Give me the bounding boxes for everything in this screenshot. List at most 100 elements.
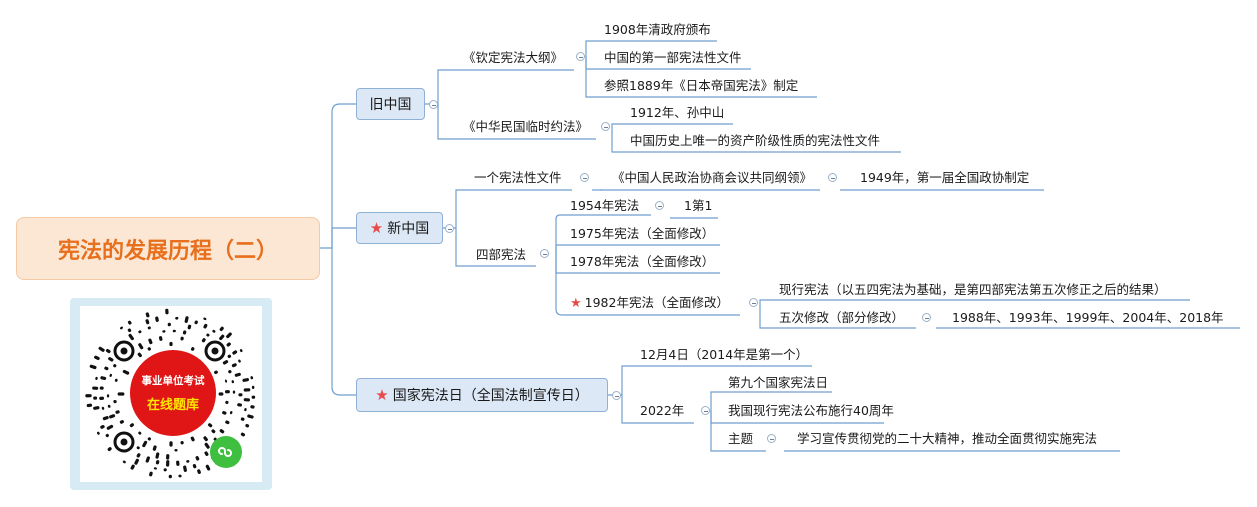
qr-dot xyxy=(93,396,98,400)
qr-dot xyxy=(114,378,118,382)
qr-dot xyxy=(86,403,93,408)
qr-dot xyxy=(232,390,236,394)
qr-dot xyxy=(167,322,171,327)
qr-dot xyxy=(240,432,246,437)
qr-dot xyxy=(134,458,139,465)
leaf-linshi-2[interactable]: 中国历史上唯一的资产阶级性质的宪法性文件 xyxy=(630,133,881,148)
qr-dot xyxy=(136,453,141,458)
mini-program-glyph xyxy=(218,447,232,457)
leaf-qinding-1[interactable]: 1908年清政府颁布 xyxy=(604,22,711,37)
collapse-icon[interactable] xyxy=(655,201,664,210)
topic-2022[interactable]: 2022年 xyxy=(640,403,685,418)
qr-dot xyxy=(251,385,255,390)
collapse-icon[interactable] xyxy=(576,52,585,61)
branch-new-china[interactable]: ★ 新中国 xyxy=(356,212,443,244)
qr-dot xyxy=(129,423,135,428)
leaf-ninth-day[interactable]: 第九个国家宪法日 xyxy=(728,375,829,390)
collapse-icon[interactable] xyxy=(612,391,621,400)
qr-dot xyxy=(205,464,211,471)
qr-dot xyxy=(107,404,111,408)
qr-dot xyxy=(163,468,167,472)
leaf-current-constitution[interactable]: 现行宪法（以五四宪法为基础，是第四部宪法第五次修正之后的结果） xyxy=(779,282,1167,297)
collapse-icon[interactable] xyxy=(580,173,589,182)
branch-constitution-day[interactable]: ★ 国家宪法日（全国法制宣传日） xyxy=(356,378,608,412)
collapse-icon[interactable] xyxy=(922,313,931,322)
star-icon: ★ xyxy=(375,386,389,404)
leaf-theme[interactable]: 主题 xyxy=(728,431,754,446)
leaf-40th-anniversary[interactable]: 我国现行宪法公布施行40周年 xyxy=(728,403,894,418)
leaf-1978[interactable]: 1978年宪法（全面修改） xyxy=(570,254,715,269)
branch-new-china-label: 新中国 xyxy=(387,221,430,237)
qr-dot xyxy=(168,474,172,479)
collapse-icon[interactable] xyxy=(540,249,549,258)
qr-dot xyxy=(182,330,187,335)
branch-old-china[interactable]: 旧中国 xyxy=(356,88,425,120)
leaf-qinding-3[interactable]: 参照1889年《日本帝国宪法》制定 xyxy=(604,78,799,93)
qr-dot xyxy=(107,447,112,452)
qr-dot xyxy=(138,431,142,435)
topic-qinding[interactable]: 《钦定宪法大纲》 xyxy=(463,50,564,65)
qr-dot xyxy=(145,456,150,463)
leaf-five-amendments[interactable]: 五次修改（部分修改） xyxy=(779,310,905,325)
collapse-icon[interactable] xyxy=(701,406,710,415)
qr-dot xyxy=(119,420,124,424)
qr-dot xyxy=(105,433,109,438)
collapse-icon[interactable] xyxy=(429,100,438,109)
star-icon: ★ xyxy=(369,219,384,237)
qr-dot xyxy=(190,347,195,351)
topic-linshi[interactable]: 《中华民国临时约法》 xyxy=(463,119,589,134)
qr-dot xyxy=(166,460,170,467)
collapse-icon[interactable] xyxy=(828,173,837,182)
qr-dot xyxy=(204,451,209,456)
branch-old-china-label: 旧中国 xyxy=(369,97,412,113)
qr-dot xyxy=(237,403,243,407)
qr-dot xyxy=(128,333,134,341)
root-topic[interactable]: 宪法的发展历程（二） xyxy=(16,217,320,280)
collapse-icon[interactable] xyxy=(601,122,610,131)
qr-dot xyxy=(147,347,151,351)
qr-dot xyxy=(100,376,107,381)
leaf-1975[interactable]: 1975年宪法（全面修改） xyxy=(570,226,715,241)
qr-dot xyxy=(145,319,150,325)
qr-dot xyxy=(101,406,105,410)
qr-dot xyxy=(138,330,142,334)
collapse-icon[interactable] xyxy=(749,298,758,307)
qr-dot xyxy=(100,425,105,429)
qr-dot xyxy=(190,436,195,442)
qr-dot xyxy=(147,326,151,330)
collapse-icon[interactable] xyxy=(445,224,454,233)
leaf-qinding-2[interactable]: 中国的第一部宪法性文件 xyxy=(604,50,742,65)
qr-dot xyxy=(145,312,150,318)
qr-dot xyxy=(99,386,104,390)
qr-dot xyxy=(247,414,254,419)
qr-dot xyxy=(226,332,232,339)
qr-dot xyxy=(226,342,231,347)
collapse-icon[interactable] xyxy=(767,434,776,443)
qr-dot xyxy=(175,316,179,320)
qr-dot xyxy=(218,392,224,396)
leaf-theme-text[interactable]: 学习宣传贯彻党的二十大精神，推动全面贯彻实施宪法 xyxy=(797,431,1098,446)
topic-four-constitutions[interactable]: 四部宪法 xyxy=(476,247,527,262)
qr-dot xyxy=(174,448,178,452)
qr-dot xyxy=(137,352,142,358)
leaf-1982[interactable]: ★1982年宪法（全面修改） xyxy=(570,295,729,312)
qr-dot xyxy=(203,323,208,329)
qr-dot xyxy=(201,338,206,343)
topic-constitutional-doc[interactable]: 一个宪法性文件 xyxy=(474,170,562,185)
leaf-common-program-detail[interactable]: 1949年，第一届全国政协制定 xyxy=(860,170,1030,185)
leaf-linshi-1[interactable]: 1912年、孙中山 xyxy=(630,105,725,120)
leaf-1954-note[interactable]: 1第1 xyxy=(684,198,713,213)
leaf-dec-4[interactable]: 12月4日（2014年是第一个） xyxy=(640,347,809,362)
qr-dot xyxy=(203,317,207,321)
leaf-common-program[interactable]: 《中国人民政治协商会议共同纲领》 xyxy=(612,170,813,185)
qr-dot xyxy=(245,423,250,428)
qr-dot xyxy=(169,441,173,447)
qr-logo-badge: 事业单位考试 在线题库 xyxy=(130,350,216,436)
qr-dot xyxy=(85,394,92,398)
qr-dot xyxy=(187,324,192,330)
leaf-amendment-years[interactable]: 1988年、1993年、1999年、2004年、2018年 xyxy=(952,310,1224,325)
leaf-1954[interactable]: 1954年宪法 xyxy=(570,198,640,213)
qr-dot xyxy=(102,415,109,421)
qr-dot xyxy=(108,357,114,362)
qr-dot xyxy=(192,464,197,469)
